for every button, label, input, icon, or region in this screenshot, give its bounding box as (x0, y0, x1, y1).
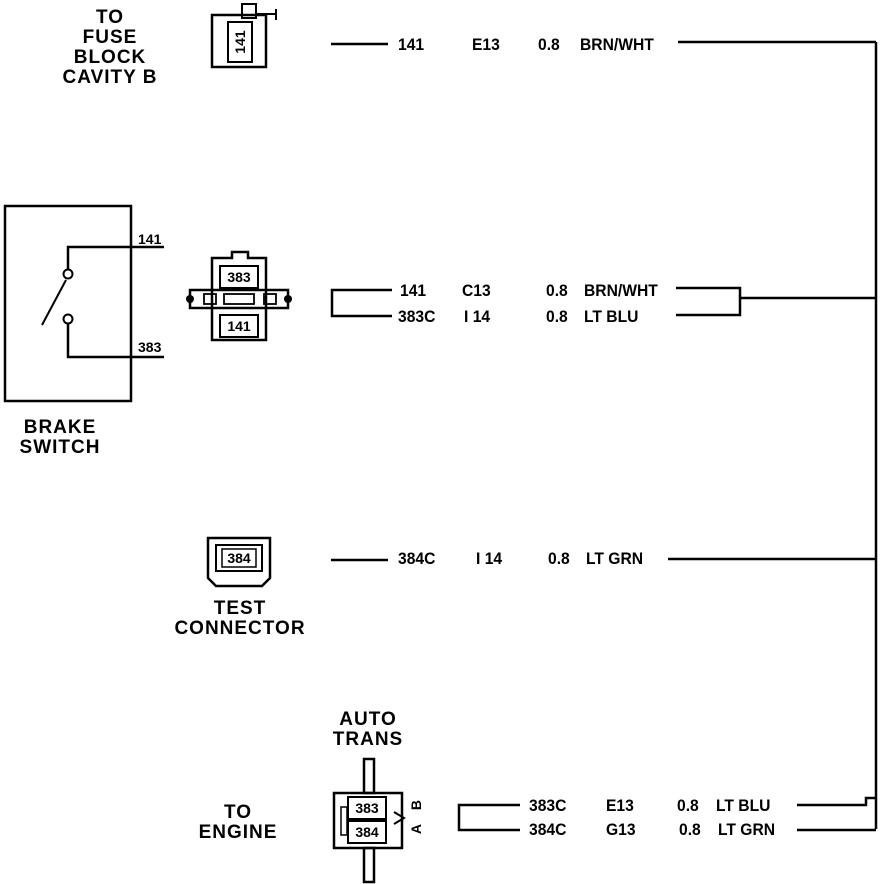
auto-trans-connector-icon (332, 757, 406, 884)
auto-trans-cavity-b: 384 (355, 824, 379, 840)
brake-switch-lead-bottom (66, 322, 164, 359)
test-connector-label: TEST CONNECTOR (160, 599, 320, 639)
brake-connector-cavity-bottom: 141 (227, 318, 251, 334)
auto-trans-label-line-1: AUTO (339, 709, 397, 730)
wire-color: LT GRN (586, 549, 644, 568)
test-connector-label-line-2: CONNECTOR (174, 618, 306, 639)
auto-trans-cavity-a: 383 (355, 800, 379, 816)
fuse-block-label: TO FUSE BLOCK CAVITY B (40, 8, 180, 88)
wire-location: E13 (606, 796, 634, 815)
wire-gauge: 0.8 (546, 307, 568, 326)
wire-location: I 14 (476, 549, 503, 568)
wire-location: C13 (462, 281, 491, 300)
switch-contact-bottom (62, 313, 74, 325)
fuse-connector-icon (210, 3, 277, 69)
wire-location: I 14 (464, 307, 491, 326)
auto-trans-letter-a: A (408, 823, 424, 835)
test-connector-icon (206, 536, 272, 588)
wire-trans-a-to-bus (797, 796, 876, 807)
fuse-block-label-line-3: BLOCK (73, 47, 147, 68)
wire-gauge: 0.8 (538, 35, 560, 54)
wire-color: LT BLU (584, 307, 639, 326)
brake-switch-label: BRAKE SWITCH (2, 418, 118, 458)
wire-circuit: 383C (529, 796, 567, 815)
wire-circuit: 384C (529, 820, 567, 839)
wire-color: LT GRN (718, 820, 776, 839)
wire-gauge: 0.8 (677, 796, 699, 815)
wire-circuit: 141 (400, 281, 427, 300)
brake-connector-latch-left (186, 295, 194, 303)
wire-gauge: 0.8 (548, 549, 570, 568)
brake-switch-blade (41, 279, 67, 326)
switch-contact-top (62, 268, 74, 280)
engine-label-line-2: ENGINE (198, 822, 278, 843)
wire-gauge: 0.8 (546, 281, 568, 300)
wire-circuit: 383C (398, 307, 436, 326)
wire-trans-bracket (457, 803, 520, 832)
auto-trans-label-line-2: TRANS (332, 729, 404, 750)
wire-gauge: 0.8 (679, 820, 701, 839)
fuse-block-label-line-2: FUSE (82, 27, 138, 48)
wire-circuit: 384C (398, 549, 436, 568)
test-connector-cavity: 384 (227, 550, 251, 566)
fuse-block-label-line-4: CAVITY B (62, 67, 158, 88)
brake-switch-lead-top (66, 245, 164, 270)
auto-trans-letter-b: B (408, 799, 424, 811)
wire-brake-bracket (330, 288, 392, 318)
brake-connector-cavity-top: 383 (227, 269, 251, 285)
engine-label: TO ENGINE (188, 803, 288, 843)
wire-brake-bracket-right (676, 286, 742, 317)
wire-location: E13 (472, 35, 500, 54)
wire-color: BRN/WHT (584, 281, 658, 300)
fuse-block-label-line-1: TO (95, 7, 125, 28)
auto-trans-label: AUTO TRANS (318, 710, 418, 750)
brake-switch-body (3, 204, 133, 403)
brake-connector-latch-right (284, 295, 292, 303)
wire-circuit: 141 (398, 35, 425, 54)
engine-label-line-1: TO (223, 802, 253, 823)
brake-switch-pin-top: 141 (138, 231, 162, 247)
wire-color: LT BLU (716, 796, 771, 815)
brake-switch-label-line-2: SWITCH (19, 437, 101, 458)
test-connector-label-line-1: TEST (213, 598, 267, 619)
wire-color: BRN/WHT (580, 35, 654, 54)
brake-switch-pin-bottom: 383 (138, 339, 162, 355)
wire-location: G13 (606, 820, 636, 839)
brake-switch-label-line-1: BRAKE (23, 417, 97, 438)
fuse-connector-cavity: 141 (232, 30, 248, 54)
